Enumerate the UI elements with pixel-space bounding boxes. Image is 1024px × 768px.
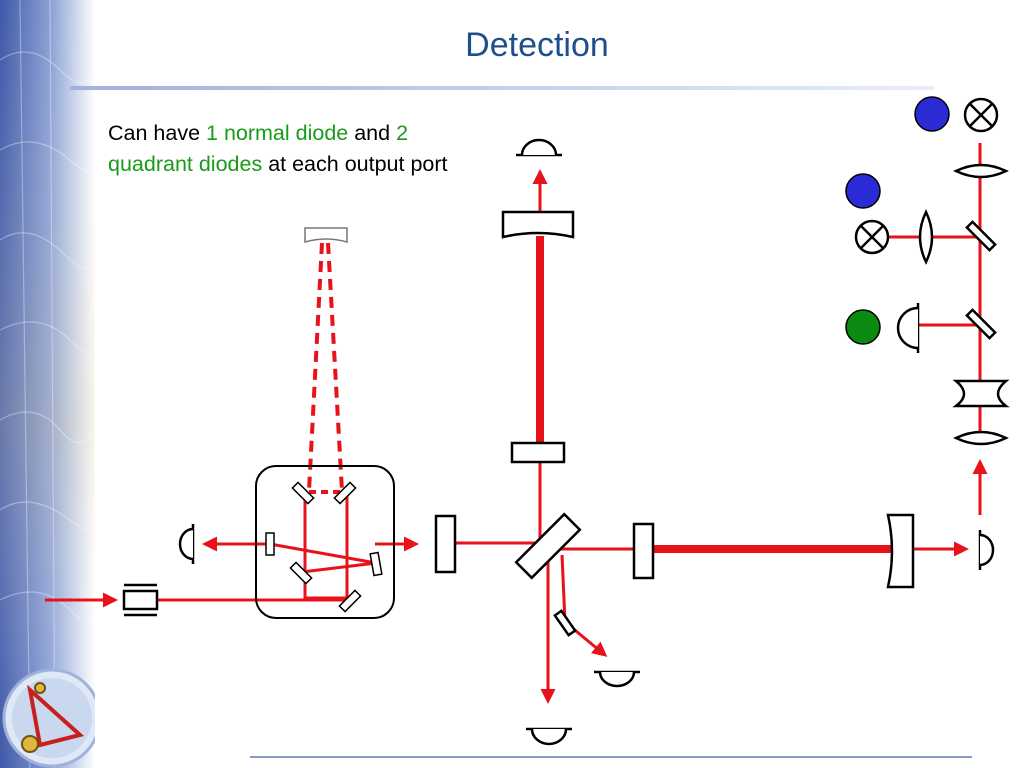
faraday-isolator bbox=[122, 583, 159, 617]
dashed-beam-right bbox=[326, 242, 344, 492]
title-underline bbox=[70, 86, 934, 90]
normal-photodiode-output bbox=[896, 303, 920, 353]
quadrant-diode-marker bbox=[845, 173, 881, 209]
north-end-mirror bbox=[501, 210, 575, 239]
sidebar-decoration bbox=[0, 0, 95, 768]
converging-lens bbox=[953, 430, 1009, 446]
pickoff-beam bbox=[560, 554, 567, 623]
optical-bench-box bbox=[255, 465, 395, 619]
pickoff-top-mirror bbox=[304, 227, 348, 243]
intro-text-2: and bbox=[348, 121, 397, 145]
intro-text-3: at each output port bbox=[262, 152, 448, 176]
bench-zigzag-beam bbox=[269, 542, 377, 574]
output-beamsplitter-upper bbox=[965, 220, 997, 252]
bench-mirror bbox=[291, 481, 315, 505]
photodiode-east bbox=[978, 530, 995, 570]
footer-rule bbox=[250, 756, 972, 758]
photodiode-pickoff bbox=[594, 670, 640, 688]
bench-beam-path bbox=[303, 494, 349, 600]
bench-mirror bbox=[369, 551, 383, 577]
logo-emblem bbox=[2, 668, 95, 768]
east-input-mirror bbox=[632, 522, 655, 580]
normal-diode-marker bbox=[845, 309, 881, 345]
bench-mirror bbox=[333, 481, 357, 505]
side-converging-lens bbox=[918, 209, 934, 265]
bench-mirror bbox=[289, 561, 313, 585]
bench-mirror bbox=[265, 532, 275, 556]
recycling-mirror bbox=[434, 514, 457, 574]
slide-title: Detection bbox=[465, 26, 609, 64]
photodiode-south bbox=[526, 727, 572, 746]
top-converging-lens bbox=[953, 163, 1009, 179]
photodiode-north bbox=[516, 138, 562, 157]
output-beamsplitter-lower bbox=[965, 308, 997, 340]
intro-normal-diode: 1 normal diode bbox=[206, 121, 349, 145]
pickoff-mirror bbox=[553, 609, 577, 637]
quadrant-diode-marker bbox=[914, 96, 950, 132]
beamsplitter bbox=[514, 512, 582, 580]
photodiode-west bbox=[178, 524, 195, 564]
quadrant-diode-top bbox=[963, 97, 999, 133]
north-input-mirror bbox=[510, 441, 566, 464]
dashed-beam-left bbox=[307, 242, 324, 492]
quadrant-diode-left bbox=[854, 219, 890, 255]
intro-text-1: Can have bbox=[108, 121, 207, 145]
diverging-lens bbox=[952, 379, 1010, 408]
bench-mirror bbox=[338, 589, 362, 613]
east-end-mirror bbox=[886, 513, 915, 589]
intro-quadrant-diodes: 2 quadrant diodes bbox=[108, 121, 409, 176]
intro-text: Can have 1 normal diode and 2 quadrant d… bbox=[108, 118, 448, 180]
